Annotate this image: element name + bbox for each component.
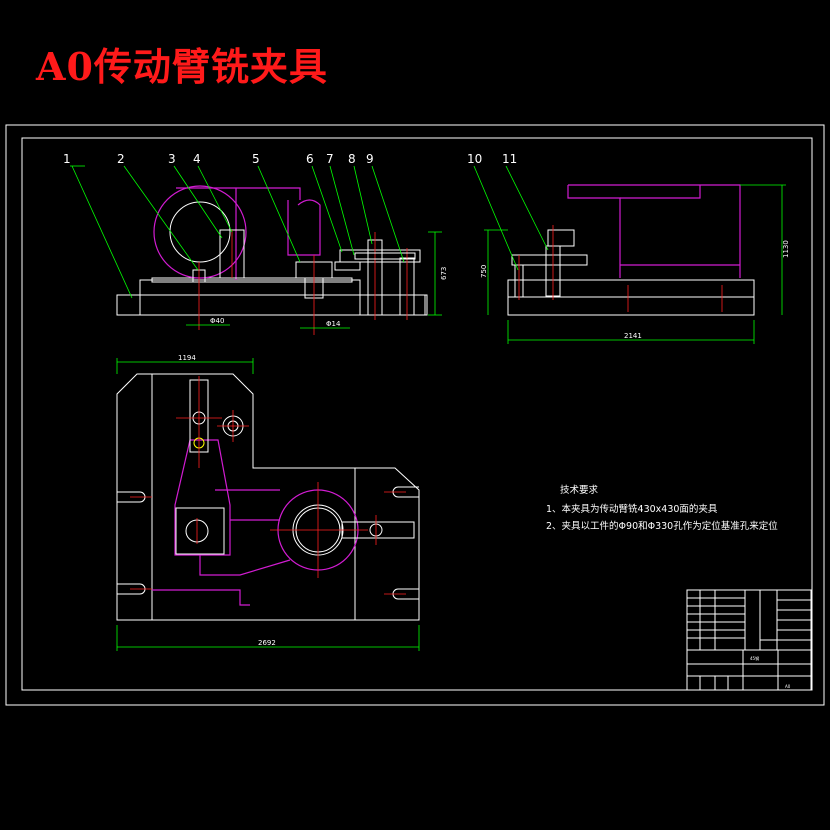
callout-2: 2	[117, 152, 125, 166]
callout-5: 5	[252, 152, 260, 166]
callout-8: 8	[348, 152, 356, 166]
side-view	[473, 165, 786, 344]
callout-6: 6	[306, 152, 314, 166]
plan-view	[116, 358, 420, 651]
dim-front-hole-1: Φ40	[210, 317, 224, 325]
dim-side-height-right: 1130	[782, 240, 790, 258]
dim-plan-width-bottom: 2692	[258, 639, 276, 647]
tech-note-2: 2、夹具以工件的Φ90和Φ330孔作为定位基准孔来定位	[546, 520, 778, 532]
dim-front-hole-2: Φ14	[326, 320, 341, 328]
callout-10: 10	[467, 152, 482, 166]
callout-11: 11	[502, 152, 517, 166]
callout-7: 7	[326, 152, 334, 166]
dim-front-height: 673	[440, 267, 448, 280]
dim-side-height-left: 750	[480, 265, 488, 278]
front-view	[70, 165, 442, 335]
tech-notes-heading: 技术要求	[560, 484, 599, 496]
title-block	[686, 589, 812, 691]
outer-frame	[5, 124, 825, 706]
drawing-title: A0传动臂铣夹具	[36, 44, 328, 89]
callout-4: 4	[193, 152, 201, 166]
callout-1: 1	[63, 152, 71, 166]
title-block-material: 45钢	[750, 655, 759, 661]
callout-9: 9	[366, 152, 374, 166]
title-block-scale: A0	[785, 684, 791, 689]
tech-note-1: 1、本夹具为传动臂铣430x430面的夹具	[546, 503, 718, 515]
dim-plan-width-top: 1194	[178, 354, 196, 362]
callout-3: 3	[168, 152, 176, 166]
dim-side-length: 2141	[624, 332, 642, 340]
inner-frame	[21, 137, 813, 691]
